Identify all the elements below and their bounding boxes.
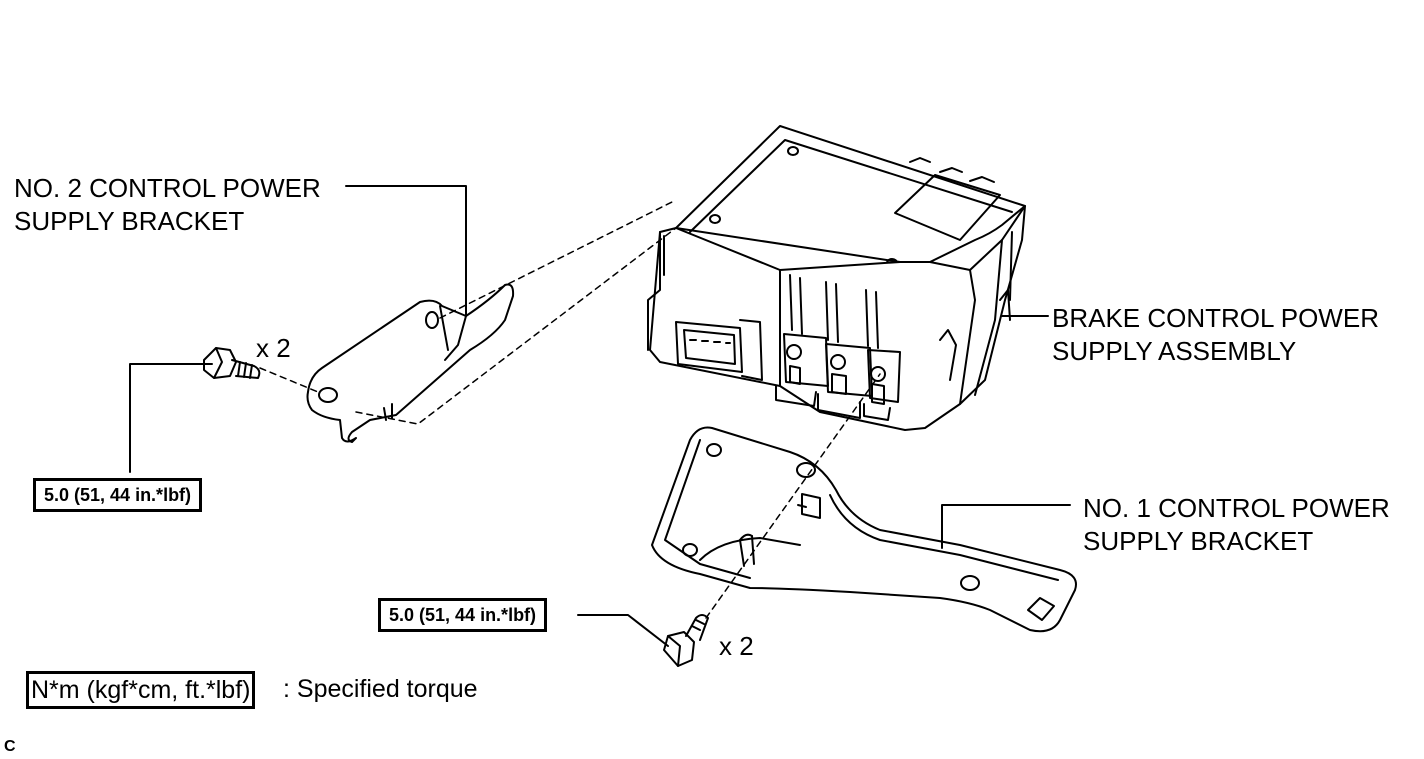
upper-bolt-icon: [203, 347, 261, 379]
brake-assembly-label: BRAKE CONTROL POWER SUPPLY ASSEMBLY: [1052, 302, 1379, 368]
no2-control-power-supply-bracket: [306, 283, 515, 443]
no1-control-power-supply-bracket: [651, 426, 1077, 633]
lower-bolt-quantity: x 2: [719, 631, 754, 661]
corner-code: C: [4, 738, 16, 755]
no2-bracket-label: NO. 2 CONTROL POWER SUPPLY BRACKET: [14, 172, 321, 238]
lower-bolt-icon: [663, 614, 709, 667]
alignment-lines: [259, 199, 881, 619]
no1-bracket-label-line2: SUPPLY BRACKET: [1083, 526, 1314, 556]
lower-torque-spec: 5.0 (51, 44 in.*lbf): [378, 598, 548, 632]
no1-bracket-label-line1: NO. 1 CONTROL POWER: [1083, 493, 1390, 523]
no2-bracket-label-line2: SUPPLY BRACKET: [14, 206, 245, 236]
torque-legend-text: : Specified torque: [283, 675, 478, 703]
brake-control-power-supply-assembly: [647, 125, 1026, 431]
no2-bracket-label-line1: NO. 2 CONTROL POWER: [14, 173, 321, 203]
leader-lines: [129, 185, 1071, 647]
upper-torque-spec: 5.0 (51, 44 in.*lbf): [33, 478, 203, 512]
brake-assembly-label-line2: SUPPLY ASSEMBLY: [1052, 336, 1297, 366]
torque-legend-unit-box: N*m (kgf*cm, ft.*lbf): [26, 671, 256, 709]
upper-bolt-quantity: x 2: [256, 333, 291, 363]
brake-assembly-label-line1: BRAKE CONTROL POWER: [1052, 303, 1379, 333]
no1-bracket-label: NO. 1 CONTROL POWER SUPPLY BRACKET: [1083, 492, 1390, 558]
